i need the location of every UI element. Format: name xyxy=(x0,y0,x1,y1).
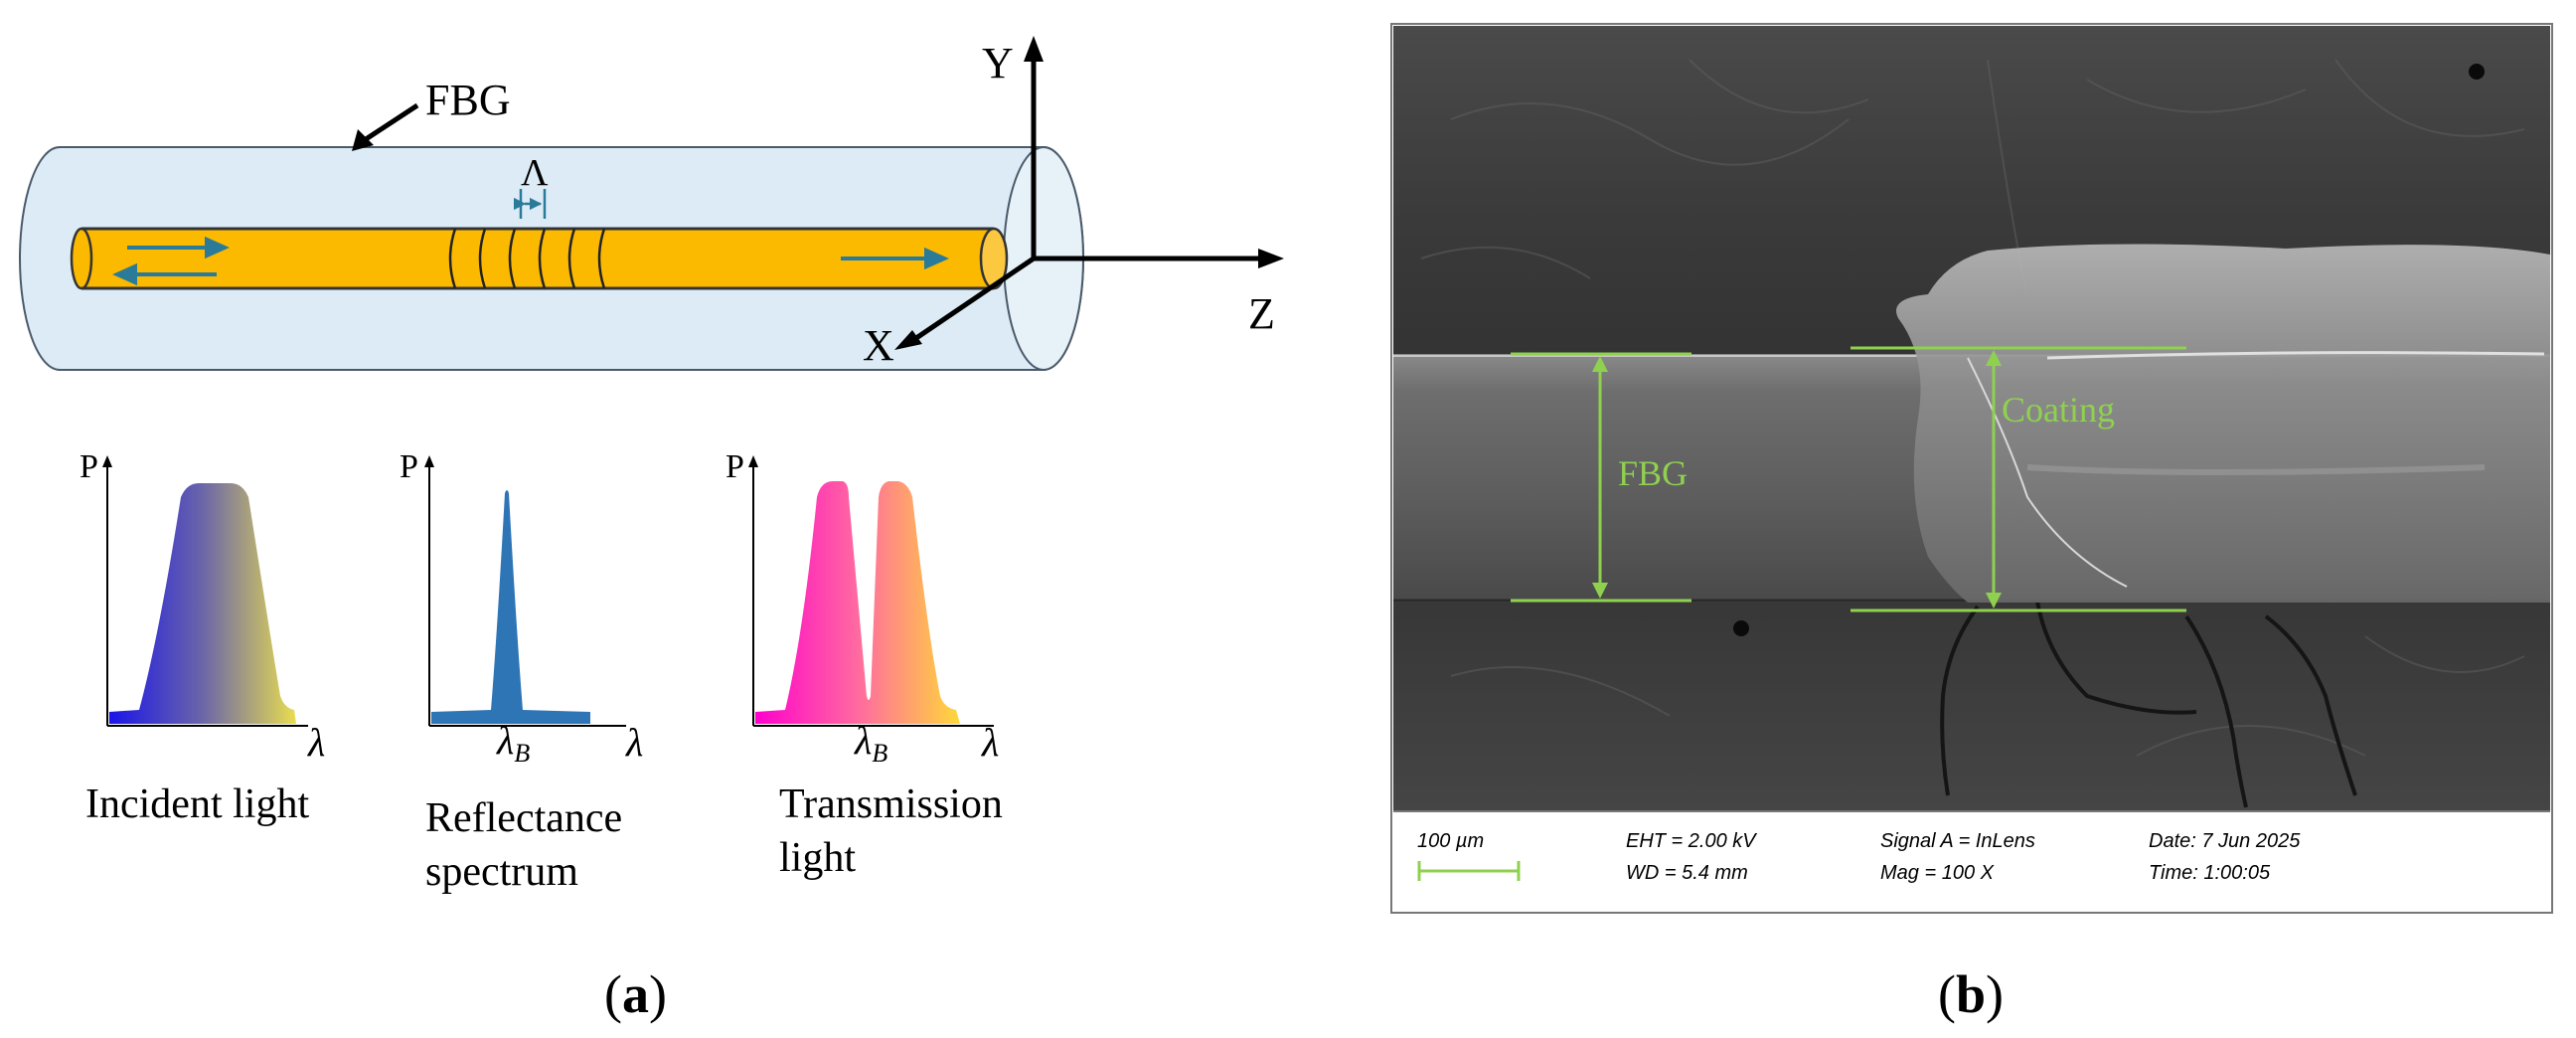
incident-curve xyxy=(109,483,296,724)
spectrum-transmission: P λ λB Transmission light xyxy=(725,448,1003,881)
period-marker: Λ xyxy=(513,152,549,219)
reflectance-caption-line-1: Reflectance xyxy=(425,795,622,841)
sem-coating xyxy=(1896,244,2550,604)
fbg-pointer: FBG xyxy=(352,76,511,151)
reflectance-axis-p: P xyxy=(400,448,418,485)
date-value: Date: 7 Jun 2025 xyxy=(2149,830,2301,852)
panel-b-label: (b) xyxy=(1938,964,2004,1024)
mag-value: Mag = 100 X xyxy=(1880,862,1995,884)
reflectance-caption-line-2: spectrum xyxy=(425,849,578,895)
spectrum-reflectance: P λ λB Reflectance spectrum xyxy=(400,448,643,895)
period-label: Λ xyxy=(521,152,549,194)
reflectance-bragg-label: λB xyxy=(496,718,530,768)
time-value: Time: 1:00:05 xyxy=(2149,862,2271,884)
coating-measurement xyxy=(1851,346,2186,612)
scale-bar-label: 100 µm xyxy=(1417,830,1484,852)
transmission-caption-line-1: Transmission xyxy=(779,781,1003,827)
scale-bar xyxy=(1417,861,1521,881)
sem-cracks xyxy=(1940,601,2357,808)
incident-axis-p: P xyxy=(80,448,98,485)
fbg-label-b: FBG xyxy=(1618,453,1688,493)
panel-a-label: (a) xyxy=(604,964,667,1024)
axis-z-label: Z xyxy=(1248,289,1275,338)
grating-lines xyxy=(448,228,606,289)
incident-axis-lambda: λ xyxy=(307,720,325,765)
axis-x-label: X xyxy=(863,321,894,370)
panel-b: FBG Coating 100 µm EHT = 2.00 kV WD = 5.… xyxy=(1390,23,2553,1024)
transmission-caption-line-2: light xyxy=(779,835,856,881)
coating-label: Coating xyxy=(2002,390,2115,430)
transmission-axis-lambda: λ xyxy=(981,720,999,765)
axis-y-label: Y xyxy=(982,39,1014,87)
fbg-measurement xyxy=(1511,352,1691,603)
signal-value: Signal A = InLens xyxy=(1880,830,2035,852)
transmission-axis-p: P xyxy=(725,448,744,485)
coordinate-axes xyxy=(894,36,1284,350)
wd-value: WD = 5.4 mm xyxy=(1626,862,1748,884)
incident-caption-line-1: Incident light xyxy=(85,781,309,827)
transmission-curve xyxy=(755,481,960,724)
transmission-bragg-label: λB xyxy=(854,718,887,768)
panel-a: Λ FBG Y Z X xyxy=(19,36,1284,1024)
sem-defect-dot xyxy=(2469,64,2485,80)
spectrum-incident: P λ Incident light xyxy=(80,448,325,827)
sem-databar: 100 µm EHT = 2.00 kV WD = 5.4 mm Signal … xyxy=(1393,810,2550,911)
reflectance-peak xyxy=(431,490,590,724)
eht-value: EHT = 2.00 kV xyxy=(1626,830,1757,852)
reflectance-axis-lambda: λ xyxy=(625,720,643,765)
core-arrows xyxy=(112,236,949,286)
sem-defect-dot xyxy=(1733,620,1749,636)
fiber-core xyxy=(70,227,1009,290)
fbg-label-a: FBG xyxy=(425,76,511,124)
